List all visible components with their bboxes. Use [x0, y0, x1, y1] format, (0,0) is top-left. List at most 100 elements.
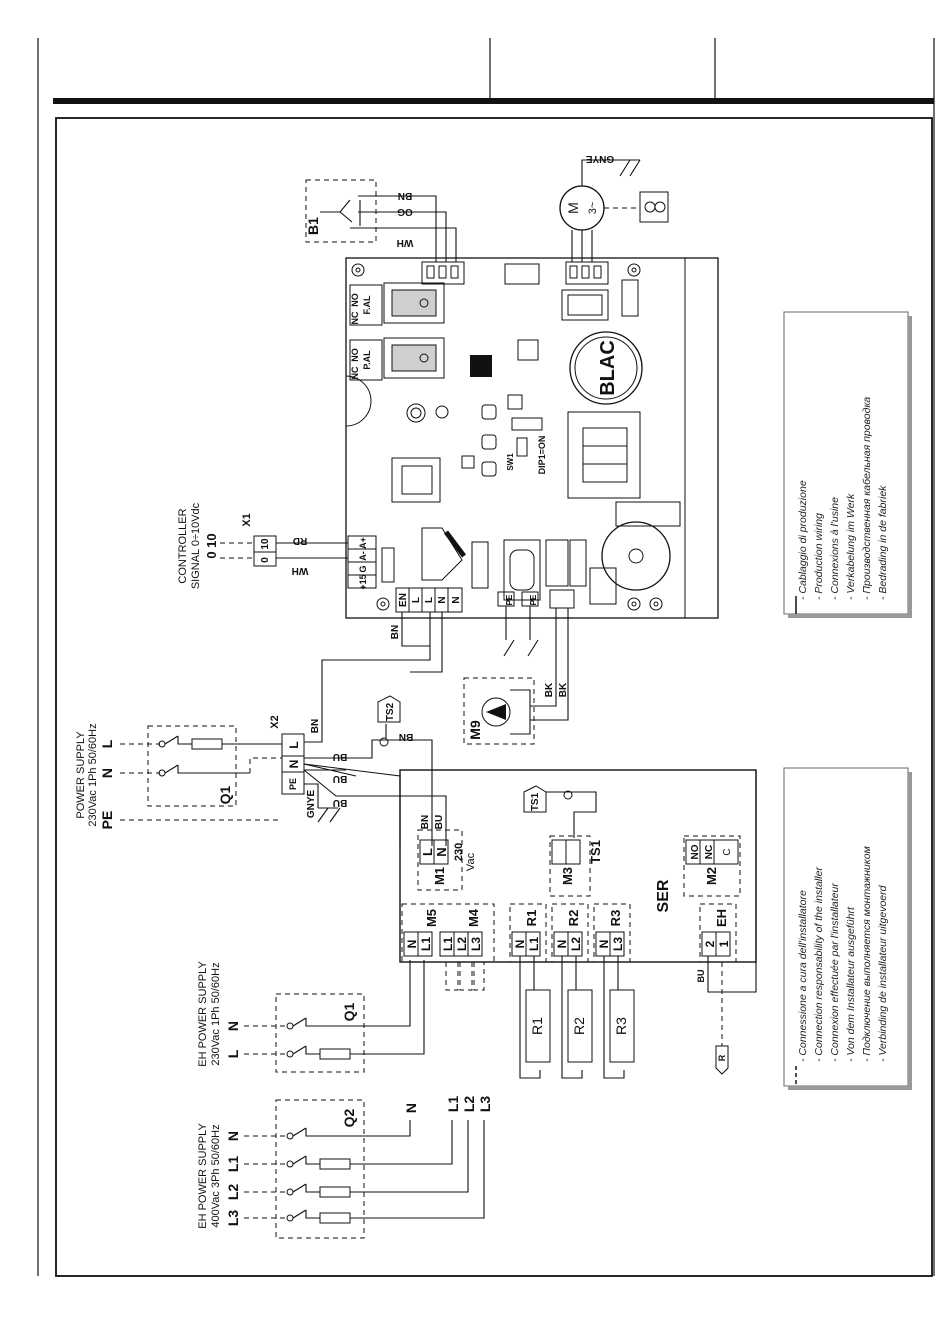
l-label: L — [99, 739, 115, 748]
ts1-sensor-label: TS1 — [530, 792, 541, 811]
svg-text:L1: L1 — [527, 937, 541, 951]
svg-text:RD: RD — [293, 535, 307, 546]
ser-m2-label: M2 — [704, 867, 719, 885]
svg-text:N: N — [513, 940, 527, 949]
svg-text:OG: OG — [397, 206, 413, 217]
power-supply-spec: 230Vac 1Ph 50/60Hz — [87, 723, 99, 826]
svg-text:1: 1 — [717, 940, 731, 947]
x1-label: X1 — [241, 513, 253, 526]
ser-r1-label: R1 — [524, 910, 539, 927]
b1-label: B1 — [305, 217, 321, 235]
svg-text:- Connexion effectuée par l'in: - Connexion effectuée par l'installateur — [829, 883, 841, 1062]
svg-text:G: G — [358, 565, 368, 572]
eh3-title: EH POWER SUPPLY — [197, 1123, 209, 1229]
svg-text:BN: BN — [310, 719, 321, 733]
svg-text:- Connection responsability of: - Connection responsability of the insta… — [813, 867, 825, 1062]
power-supply-title: POWER SUPPLY — [75, 731, 87, 819]
eh3-q2-label: Q2 — [341, 1108, 357, 1127]
svg-text:BK: BK — [544, 682, 555, 697]
r2-resistor-label: R2 — [571, 1017, 587, 1035]
svg-text:WH: WH — [397, 237, 414, 248]
eh1-l-label: L — [225, 1049, 241, 1058]
dip-switch-label: DIP1=ON — [537, 436, 547, 475]
eh3-l3-label: L3 — [225, 1210, 241, 1227]
svg-text:GNYE: GNYE — [586, 153, 615, 164]
svg-text:L3: L3 — [611, 937, 625, 951]
svg-text:- Production wiring: - Production wiring — [813, 513, 825, 600]
svg-text:BN: BN — [390, 625, 401, 639]
svg-text:N: N — [434, 847, 449, 856]
svg-text:- Verkabelung im Werk: - Verkabelung im Werk — [845, 493, 857, 600]
power-supply: POWER SUPPLY 230Vac 1Ph 50/60Hz PE N L Q… — [75, 715, 447, 846]
dip-switch-name: SW1 — [506, 453, 515, 471]
svg-text:PE: PE — [529, 594, 538, 605]
m9-pump: M9 — [463, 677, 535, 745]
eh3-l2-label: L2 — [225, 1184, 241, 1201]
svg-text:A-: A- — [358, 551, 368, 561]
eh1-n-label: N — [225, 1021, 241, 1031]
relay-nc-2: NC — [350, 366, 360, 379]
control-board: NO F.AL NC NO P.AL NC BLAC — [345, 257, 719, 619]
svg-text:BU: BU — [333, 751, 347, 762]
svg-text:L: L — [411, 597, 422, 603]
svg-text:N: N — [405, 940, 419, 949]
eh-supply-3ph: EH POWER SUPPLY 400Vac 3Ph 50/60Hz L3 L2… — [197, 1096, 493, 1239]
svg-text:- Подключение выполняется монт: - Подключение выполняется монтажником — [861, 846, 873, 1062]
svg-text:NO: NO — [690, 844, 701, 859]
svg-text:0: 0 — [260, 557, 271, 563]
ser-title: SER — [655, 879, 672, 912]
controller-signal-label: SIGNAL 0÷10Vdc — [190, 502, 202, 589]
svg-text:BK: BK — [558, 682, 569, 697]
board-wiring: BN BN BK BK — [304, 606, 569, 743]
ser-box: L N M1 230 Vac TS1 M3 TS1 NO NC C M2 SER… — [399, 769, 757, 1075]
b1-sensor: B1 BN OG WH — [305, 179, 457, 262]
legend-installer: - Connessione a cura dell'installatore -… — [783, 767, 912, 1090]
svg-text:BN: BN — [399, 731, 413, 742]
eh-supply-1ph: EH POWER SUPPLY 230Vac 1Ph 50/60Hz L N Q… — [197, 960, 425, 1073]
svg-text:N: N — [403, 1103, 419, 1113]
ser-m3-label: M3 — [560, 867, 575, 885]
relay-pal: P.AL — [362, 350, 372, 370]
controller-terminals: A+ A- G +15 — [348, 537, 376, 590]
ser-r3-label: R3 — [608, 910, 623, 927]
svg-text:N: N — [451, 596, 462, 603]
svg-text:L2: L2 — [461, 1096, 477, 1113]
r3-resistor-label: R3 — [613, 1017, 629, 1035]
svg-text:NC: NC — [704, 845, 715, 859]
svg-text:BN: BN — [398, 190, 412, 201]
svg-text:BU: BU — [333, 773, 347, 784]
eh1-title: EH POWER SUPPLY — [197, 961, 209, 1067]
svg-text:- Von dem Installateur ausgefü: - Von dem Installateur ausgeführt — [845, 906, 857, 1062]
svg-text:A+: A+ — [358, 537, 368, 549]
svg-text:BU: BU — [696, 970, 706, 983]
svg-text:EN: EN — [398, 593, 409, 607]
svg-text:+15: +15 — [358, 574, 368, 589]
svg-text:- Verbinding de installateur u: - Verbinding de installateur uitgevoerd — [877, 884, 889, 1062]
svg-text:L: L — [287, 741, 301, 748]
pe-label: PE — [99, 811, 115, 830]
svg-text:N: N — [597, 940, 611, 949]
eh3-spec: 400Vac 3Ph 50/60Hz — [210, 1124, 222, 1227]
svg-text:- Connexions à l'usine: - Connexions à l'usine — [829, 497, 841, 600]
svg-text:BN: BN — [420, 815, 431, 829]
svg-text:L1: L1 — [419, 937, 433, 951]
q1-label: Q1 — [217, 785, 233, 804]
ser-m1-label: M1 — [432, 867, 447, 885]
svg-text:L3: L3 — [477, 1096, 493, 1113]
svg-text:C: C — [722, 848, 733, 855]
ser-eh-label: EH — [714, 909, 729, 927]
svg-text:WH: WH — [292, 565, 309, 576]
svg-text:L1: L1 — [445, 1096, 461, 1113]
svg-text:L3: L3 — [469, 937, 483, 951]
ser-m5-label: M5 — [424, 909, 439, 927]
m1-terminals: EN L L N N — [395, 587, 463, 613]
svg-text:PE: PE — [288, 778, 298, 790]
svg-text:BU: BU — [333, 797, 347, 808]
page-frame — [37, 38, 935, 1277]
ser-ts1-label: TS1 — [588, 840, 603, 864]
legend-production: - Cablaggio di produzione - Production w… — [783, 311, 912, 618]
m9-label: M9 — [467, 720, 483, 740]
svg-text:L1: L1 — [441, 937, 455, 951]
relay-fal: F.AL — [362, 295, 372, 315]
